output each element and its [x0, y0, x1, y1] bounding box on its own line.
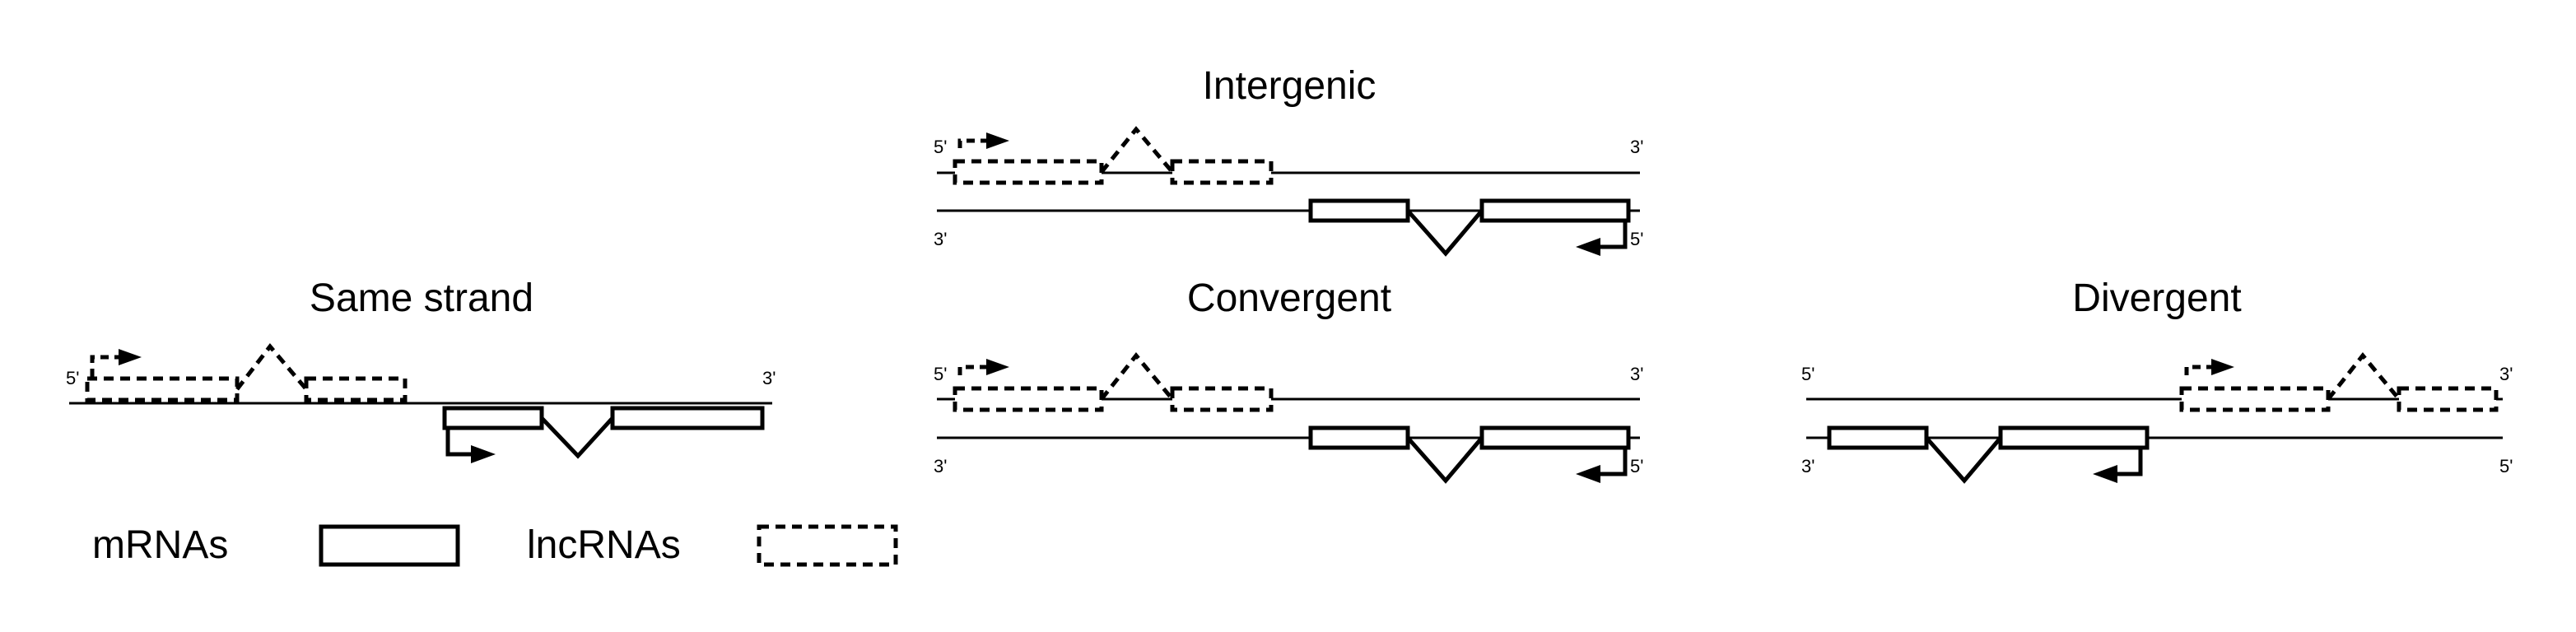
panel-title: Intergenic — [1203, 64, 1377, 108]
lncrna-exon — [1170, 386, 1274, 412]
top-3prime-label: 3' — [1630, 364, 1643, 384]
top-3prime-label: 3' — [762, 368, 776, 388]
mrna-intron — [1406, 436, 1484, 484]
lncrna-intron — [1100, 352, 1174, 401]
lncrna-tss-arrow — [2184, 365, 2211, 375]
mrna-exon — [1827, 425, 1929, 450]
legend-lncrna-swatch — [757, 524, 898, 567]
top-5prime-label: 5' — [934, 137, 947, 157]
bottom-3prime-label: 3' — [1801, 456, 1814, 476]
mrna-exon — [1308, 425, 1410, 450]
mrna-tss-arrowhead — [1576, 238, 1600, 256]
lncrna-tss-arrow — [90, 355, 119, 377]
lncrna-tss-arrowhead — [986, 132, 1009, 149]
mrna-intron — [1925, 436, 2002, 484]
top-3prime-label: 3' — [1630, 137, 1643, 157]
panel-title: Same strand — [310, 276, 533, 320]
mrna-tss-arrowhead — [2093, 465, 2117, 483]
bottom-3prime-label: 3' — [934, 229, 947, 249]
panel-intergenic: Intergenic 5' 3' 3' 5' — [934, 64, 1643, 257]
mrna-tss-arrowhead — [471, 445, 496, 463]
panel-same-strand: Same strand 5' 3' — [66, 276, 776, 463]
top-5prime-label: 5' — [934, 364, 947, 384]
mrna-tss-arrowhead — [1576, 465, 1600, 483]
mrna-exon — [1308, 198, 1410, 223]
lncrna-intron — [2327, 352, 2401, 401]
top-3prime-label: 3' — [2499, 364, 2513, 384]
legend: mRNAs lncRNAs — [92, 523, 898, 567]
panel-divergent: Divergent 5' 3' 3' 5' — [1801, 276, 2513, 484]
lncrna-intron — [235, 343, 308, 391]
lncrna-exon — [85, 376, 240, 402]
mrna-exon — [1479, 198, 1631, 223]
lncrna-exon — [1170, 159, 1274, 185]
mrna-exon — [442, 406, 544, 430]
lncrna-exon — [953, 386, 1104, 412]
top-5prime-label: 5' — [66, 368, 79, 388]
lncrna-tss-arrowhead — [986, 359, 1009, 375]
mrna-intron — [1406, 209, 1484, 257]
lncrna-tss-arrowhead — [2211, 359, 2234, 375]
mrna-tss-arrow — [445, 428, 473, 457]
mrna-exon — [610, 406, 765, 430]
bottom-5prime-label: 5' — [2499, 456, 2513, 476]
panel-title: Convergent — [1187, 276, 1391, 320]
lncrna-tss-arrow — [957, 365, 986, 375]
panel-convergent: Convergent 5' 3' 3' 5' — [934, 276, 1643, 484]
lncrna-exon — [2179, 386, 2331, 412]
mrna-intron — [540, 416, 614, 459]
bottom-5prime-label: 5' — [1630, 229, 1643, 249]
legend-mrna-label: mRNAs — [92, 523, 228, 567]
top-5prime-label: 5' — [1801, 364, 1814, 384]
bottom-5prime-label: 5' — [1630, 456, 1643, 476]
legend-mrna-swatch — [319, 524, 460, 567]
lncrna-tss-arrowhead — [119, 349, 142, 365]
bottom-3prime-label: 3' — [934, 456, 947, 476]
lncrna-intron — [1100, 126, 1174, 174]
lncrna-exon — [304, 376, 408, 402]
lncrna-exon — [953, 159, 1104, 185]
legend-lncrna-label: lncRNAs — [527, 523, 681, 567]
mrna-exon — [1479, 425, 1631, 450]
mrna-exon — [1998, 425, 2150, 450]
mrna-tss-arrow — [1599, 448, 1628, 476]
panel-title: Divergent — [2072, 276, 2241, 320]
lncrna-exon — [2397, 386, 2499, 412]
mrna-tss-arrow — [1599, 221, 1628, 249]
lncrna-tss-arrow — [957, 138, 986, 148]
mrna-tss-arrow — [2116, 448, 2143, 476]
